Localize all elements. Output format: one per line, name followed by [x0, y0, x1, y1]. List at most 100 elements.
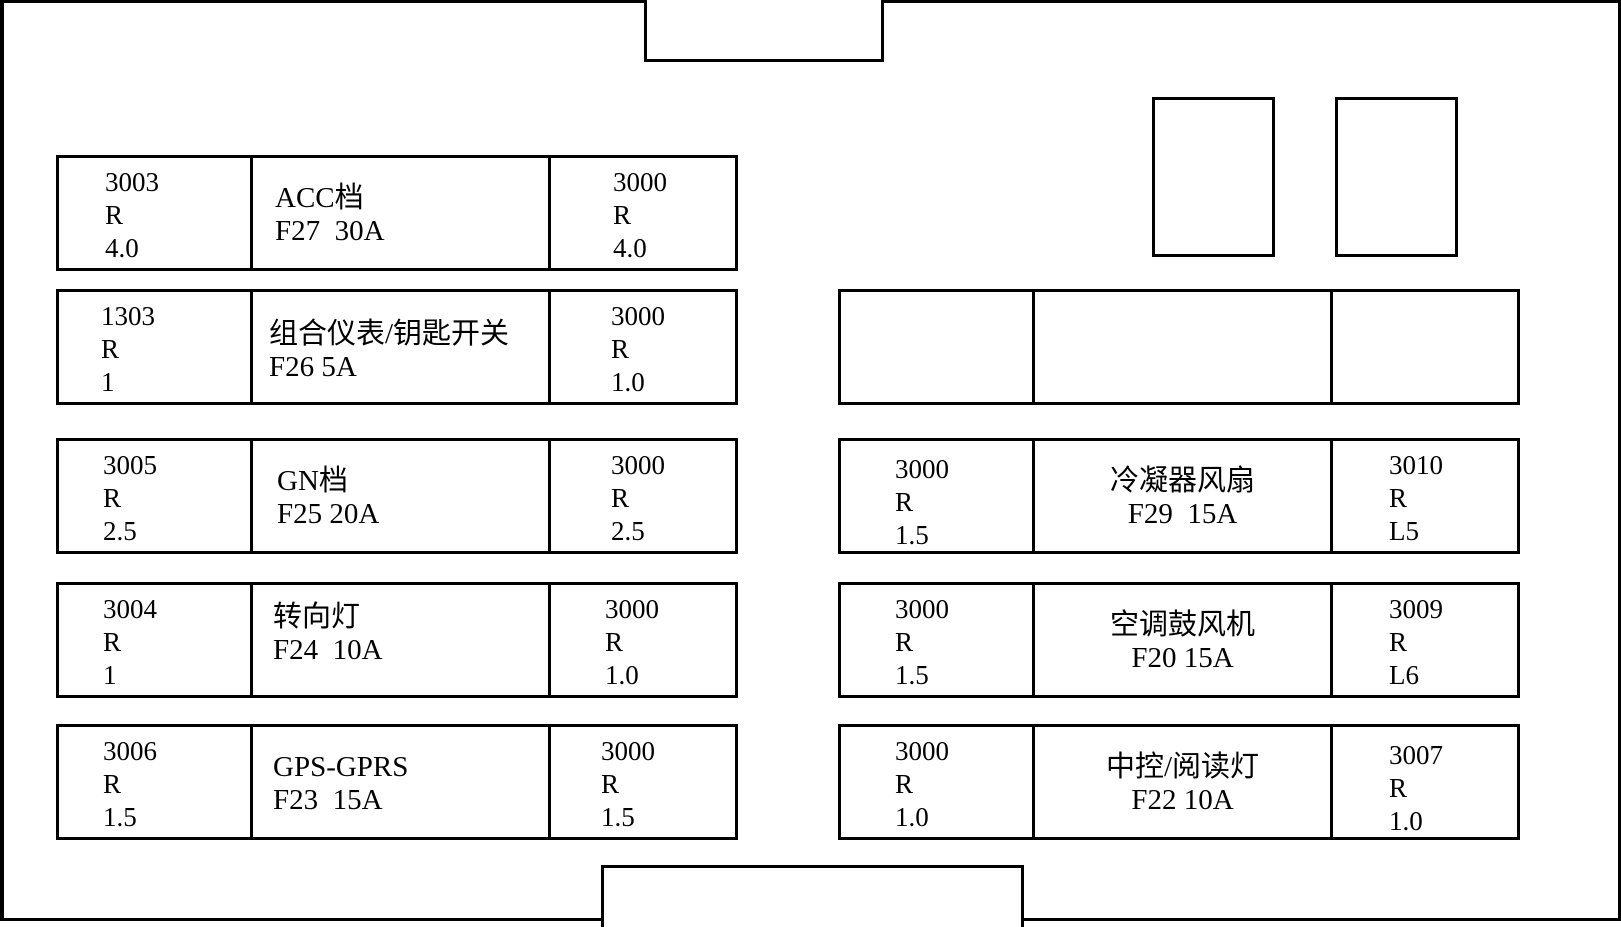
fuse-cell: 转向灯 F24 10A: [250, 585, 548, 695]
fuse-rating: F26 5A: [269, 351, 357, 383]
wire-color: R: [103, 627, 122, 657]
fuse-rating: F25 20A: [277, 498, 380, 530]
input-wire-cell: 3003 R 4.0: [59, 158, 250, 268]
fuse-row-turn-signal: 3004 R 1 转向灯 F24 10A 3000 R 1.0: [56, 582, 738, 698]
fuse-cell: 组合仪表/钥匙开关 F26 5A: [250, 292, 548, 402]
fuse-cell: ACC档 F27 30A: [250, 158, 548, 268]
wire-number: 3004: [103, 594, 157, 624]
wire-number: 3005: [103, 450, 157, 480]
wire-number: 3003: [105, 167, 159, 197]
wire-number: 3000: [895, 594, 949, 624]
connector-tab-top: [644, 0, 884, 62]
fuse-name: 转向灯: [273, 601, 361, 633]
wire-size: 1.0: [1389, 806, 1423, 836]
output-wire-cell: 3000 R 1.0: [548, 292, 735, 402]
fuse-row-gps: 3006 R 1.5 GPS-GPRS F23 15A 3000 R 1.5: [56, 724, 738, 840]
wire-number: 3000: [601, 736, 655, 766]
output-wire-cell: [1330, 292, 1517, 402]
wire-size: L6: [1389, 660, 1419, 690]
wire-number: 3007: [1389, 740, 1443, 770]
fuse-name: GN档: [277, 465, 348, 497]
output-wire-cell: 3000 R 1.0: [548, 585, 735, 695]
wire-color: R: [103, 769, 122, 799]
wire-color: R: [1389, 483, 1408, 513]
wire-color: R: [611, 334, 630, 364]
fuse-cell: [1032, 292, 1330, 402]
wire-color: R: [895, 769, 914, 799]
input-wire-cell: 3000 R 1.0: [841, 727, 1032, 837]
wire-size: 1.5: [601, 802, 635, 832]
input-wire-cell: 3000 R 1.5: [841, 585, 1032, 695]
wire-size: 2.5: [611, 516, 645, 546]
wire-number: 3000: [895, 454, 949, 484]
output-wire-cell: 3000 R 2.5: [548, 441, 735, 551]
fuse-cell: GPS-GPRS F23 15A: [250, 727, 548, 837]
output-wire-cell: 3000 R 4.0: [548, 158, 735, 268]
wire-number: 3000: [605, 594, 659, 624]
output-wire-cell: 3010 R L5: [1330, 441, 1517, 551]
wire-size: L5: [1389, 516, 1419, 546]
fuse-rating: F24 10A: [273, 634, 383, 666]
wire-color: R: [895, 627, 914, 657]
wire-size: 1.0: [605, 660, 639, 690]
wire-size: 1.5: [895, 660, 929, 690]
wire-number: 3009: [1389, 594, 1443, 624]
input-wire-cell: [841, 292, 1032, 402]
wire-color: R: [1389, 627, 1408, 657]
fuse-cell: 冷凝器风扇 F29 15A: [1032, 441, 1330, 551]
fuse-row-empty: [838, 289, 1520, 405]
fuse-rating: F29 15A: [1127, 498, 1238, 530]
wire-number: 3000: [895, 736, 949, 766]
fuse-row-central-lock: 3000 R 1.0 中控/阅读灯 F22 10A 3007 R 1.0: [838, 724, 1520, 840]
output-wire-cell: 3009 R L6: [1330, 585, 1517, 695]
wire-size: 1: [101, 367, 115, 397]
fuse-rating: F20 15A: [1131, 642, 1234, 674]
fuse-row-acc: 3003 R 4.0 ACC档 F27 30A 3000 R 4.0: [56, 155, 738, 271]
fuse-row-blower: 3000 R 1.5 空调鼓风机 F20 15A 3009 R L6: [838, 582, 1520, 698]
input-wire-cell: 3006 R 1.5: [59, 727, 250, 837]
connector-tab-bottom: [601, 865, 1024, 927]
wire-color: R: [895, 487, 914, 517]
relay-slot: [1335, 97, 1458, 257]
wire-number: 3006: [103, 736, 157, 766]
wire-size: 4.0: [105, 233, 139, 263]
fuse-rating: F27 30A: [275, 215, 385, 247]
wire-size: 4.0: [613, 233, 647, 263]
input-wire-cell: 1303 R 1: [59, 292, 250, 402]
input-wire-cell: 3004 R 1: [59, 585, 250, 695]
wire-color: R: [611, 483, 630, 513]
relay-slot: [1152, 97, 1275, 257]
fuse-name: 冷凝器风扇: [1109, 465, 1255, 497]
input-wire-cell: 3005 R 2.5: [59, 441, 250, 551]
wire-size: 2.5: [103, 516, 137, 546]
wire-color: R: [1389, 773, 1408, 803]
fuse-cell: 中控/阅读灯 F22 10A: [1032, 727, 1330, 837]
wire-size: 1.0: [611, 367, 645, 397]
fuse-row-gn: 3005 R 2.5 GN档 F25 20A 3000 R 2.5: [56, 438, 738, 554]
wire-number: 3000: [613, 167, 667, 197]
output-wire-cell: 3000 R 1.5: [548, 727, 735, 837]
wire-color: R: [105, 200, 124, 230]
fuse-name: ACC档: [275, 182, 364, 214]
wire-color: R: [601, 769, 620, 799]
fuse-row-condenser-fan: 3000 R 1.5 冷凝器风扇 F29 15A 3010 R L5: [838, 438, 1520, 554]
wire-number: 3000: [611, 301, 665, 331]
wire-size: 1.5: [103, 802, 137, 832]
input-wire-cell: 3000 R 1.5: [841, 441, 1032, 551]
output-wire-cell: 3007 R 1.0: [1330, 727, 1517, 837]
fuse-name: 组合仪表/钥匙开关: [269, 318, 510, 350]
fuse-row-cluster: 1303 R 1 组合仪表/钥匙开关 F26 5A 3000 R 1.0: [56, 289, 738, 405]
fuse-name: GPS-GPRS: [273, 751, 409, 783]
wire-number: 3010: [1389, 450, 1443, 480]
wire-color: R: [605, 627, 624, 657]
wire-color: R: [101, 334, 120, 364]
wire-size: 1: [103, 660, 117, 690]
fuse-cell: 空调鼓风机 F20 15A: [1032, 585, 1330, 695]
wire-size: 1.5: [895, 520, 929, 550]
fuse-name: 空调鼓风机: [1109, 609, 1255, 641]
fuse-cell: GN档 F25 20A: [250, 441, 548, 551]
wire-size: 1.0: [895, 802, 929, 832]
fuse-rating: F23 15A: [273, 784, 383, 816]
wire-color: R: [613, 200, 632, 230]
